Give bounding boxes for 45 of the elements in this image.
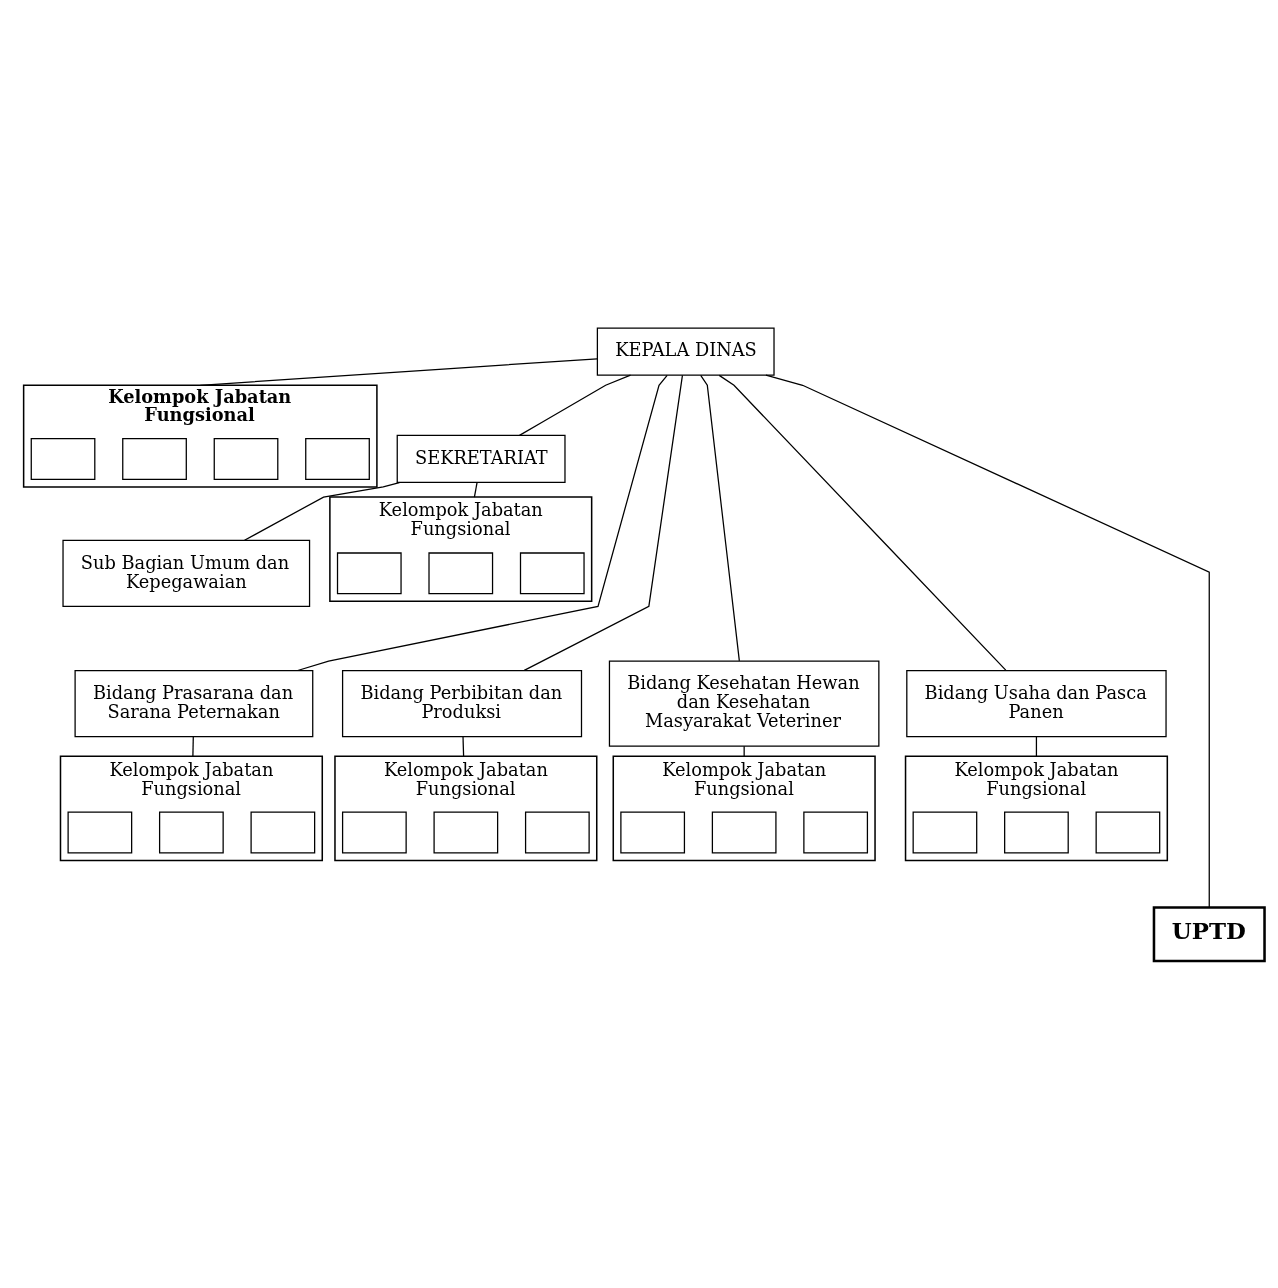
connector: [700, 374, 740, 661]
node-box: [524, 811, 590, 854]
node-box: [1095, 811, 1161, 854]
node-box: [1004, 811, 1069, 854]
connector: [297, 374, 668, 671]
node-box: [711, 811, 777, 854]
node-box: [305, 437, 370, 480]
node-box: [433, 811, 499, 854]
connector: [199, 357, 598, 386]
node-box: [620, 811, 686, 854]
node-box: UPTD: [1152, 905, 1266, 962]
connector: [765, 373, 1210, 908]
cluster: Kelompok Jabatan Fungsional: [329, 495, 593, 602]
connector: [523, 374, 684, 671]
node-box: [158, 811, 224, 854]
node-box: [336, 551, 402, 594]
node-box: [428, 551, 494, 594]
node-box: Bidang Prasarana dan Sarana Peternakan: [74, 669, 314, 737]
connector: [518, 374, 632, 436]
connector: [1035, 735, 1038, 757]
node-box: SEKRETARIAT: [396, 434, 566, 483]
node-box: [122, 437, 187, 480]
node-box: [912, 811, 978, 854]
connector: [718, 374, 1007, 671]
node-box: [30, 437, 96, 480]
cluster: Kelompok Jabatan Fungsional: [612, 755, 876, 861]
node-box: Bidang Perbibitan dan Produksi: [341, 669, 583, 737]
node-box: Bidang Usaha dan Pasca Panen: [906, 669, 1167, 737]
connector: [462, 735, 465, 757]
node-box: [67, 811, 133, 854]
node-box: [519, 551, 585, 594]
node-box: KEPALA DINAS: [596, 326, 775, 376]
cluster: Kelompok Jabatan Fungsional: [59, 755, 324, 861]
node-box: Bidang Kesehatan Hewan dan Kesehatan Masyarakat Veteriner: [608, 659, 880, 747]
cluster: Kelompok Jabatan Fungsional: [904, 755, 1169, 861]
connector: [473, 481, 478, 498]
connector: [192, 735, 194, 757]
connector: [243, 481, 401, 541]
cluster: Kelompok Jabatan Fungsional: [22, 384, 378, 488]
cluster: Kelompok Jabatan Fungsional: [334, 755, 598, 861]
node-box: Sub Bagian Umum dan Kepegawaian: [62, 539, 311, 607]
node-box: [250, 811, 316, 854]
node-box: [341, 811, 407, 854]
node-box: [803, 811, 869, 854]
node-box: [213, 437, 279, 480]
